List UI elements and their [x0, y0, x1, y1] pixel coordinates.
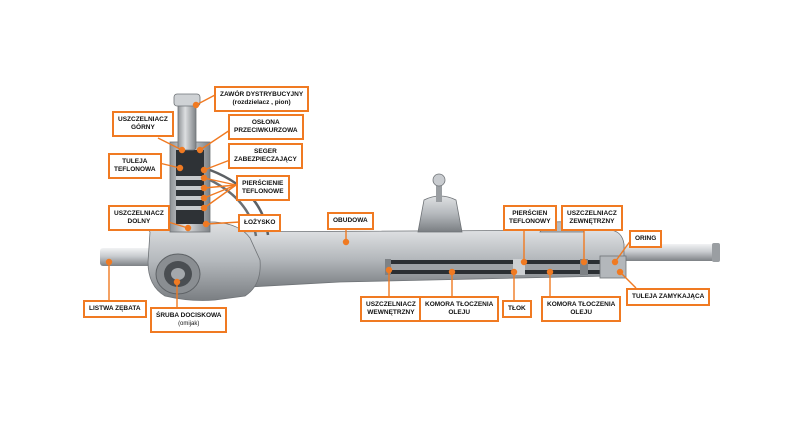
- label-uszczelniacz-wewnetrzny: USZCZELNIACZ WEWNĘTRZNY: [360, 296, 422, 322]
- label-text: OLEJU: [570, 309, 593, 316]
- label-uszczelniacz-gorny: USZCZELNIACZ GÓRNY: [112, 111, 174, 137]
- label-komora-tloczenia-2: KOMORA TŁOCZENIA OLEJU: [541, 296, 622, 322]
- label-text: ZAWÓR DYSTRYBUCYJNY: [220, 91, 304, 98]
- ball-stud: [432, 173, 446, 187]
- label-text: OLEJU: [448, 309, 471, 316]
- rack-bar-right-end: [712, 243, 720, 262]
- rack-bar-right: [600, 244, 720, 261]
- label-text: WEWNĘTRZNY: [367, 309, 415, 316]
- label-obudowa: OBUDOWA: [327, 212, 374, 230]
- label-text: LISTWA ZĘBATA: [89, 305, 141, 312]
- label-oring: ORING: [629, 230, 663, 248]
- label-pierscienie-teflonowe: PIERŚCIENIE TEFLONOWE: [236, 175, 290, 201]
- label-text: USZCZELNIACZ: [366, 301, 416, 308]
- label-text: OSŁONA: [251, 119, 280, 126]
- label-text: PIERŚCIENIE: [242, 180, 284, 187]
- label-tuleja-teflonowa: TULEJA TEFLONOWA: [108, 153, 162, 179]
- label-text: ŁOŻYSKO: [244, 219, 276, 226]
- label-lozysko: ŁOŻYSKO: [238, 214, 282, 232]
- label-pierscien-teflonowy: PIERŚCIEN TEFLONOWY: [503, 205, 557, 231]
- label-uszczelniacz-dolny: USZCZELNIACZ DOLNY: [108, 205, 170, 231]
- label-tuleja-zamykajaca: TULEJA ZAMYKAJĄCA: [626, 288, 711, 306]
- label-zawor-dystrybucyjny: ZAWÓR DYSTRYBUCYJNY (rozdzielacz , pion): [214, 86, 310, 112]
- label-text: USZCZELNIACZ: [114, 210, 164, 217]
- label-oslona-przeciwkurzowa: OSŁONA PRZECIWKURZOWA: [228, 114, 304, 140]
- label-text: ORING: [635, 235, 657, 242]
- valve-shaft-top: [173, 93, 201, 107]
- inner-piston-rod: [390, 264, 620, 270]
- label-text: ŚRUBA DOCISKOWA: [156, 312, 222, 319]
- label-text: TEFLONOWE: [242, 188, 284, 195]
- label-text: OBUDOWA: [333, 217, 368, 224]
- label-text: USZCZELNIACZ: [567, 210, 617, 217]
- label-text: (rozdzielacz , pion): [232, 99, 291, 106]
- label-komora-tloczenia-1: KOMORA TŁOCZENIA OLEJU: [419, 296, 500, 322]
- label-text: DOLNY: [127, 218, 151, 225]
- label-text: ZABEZPIECZAJĄCY: [234, 156, 297, 163]
- label-text: KOMORA TŁOCZENIA: [547, 301, 616, 308]
- label-text: TEFLONOWA: [114, 166, 156, 173]
- label-uszczelniacz-zewnetrzny: USZCZELNIACZ ZEWNĘTRZNY: [561, 205, 623, 231]
- label-text: PIERŚCIEN: [512, 210, 548, 217]
- label-seger-zabezpieczajacy: SEGER ZABEZPIECZAJĄCY: [228, 143, 303, 169]
- label-text: SEGER: [254, 148, 277, 155]
- label-text: TŁOK: [508, 305, 526, 312]
- housing-tube: [199, 229, 625, 289]
- label-tlok: TŁOK: [502, 300, 532, 318]
- label-text: GÓRNY: [131, 124, 155, 131]
- label-text: KOMORA TŁOCZENIA: [425, 301, 494, 308]
- label-listwa-zebata: LISTWA ZĘBATA: [83, 300, 147, 318]
- ball-stud-neck: [436, 182, 442, 202]
- outer-seal: [580, 259, 588, 275]
- label-text: PRZECIWKURZOWA: [234, 127, 298, 134]
- leader-lines: [105, 94, 637, 307]
- label-text: USZCZELNIACZ: [118, 116, 168, 123]
- label-text: ZEWNĘTRZNY: [569, 218, 615, 225]
- label-text: TULEJA ZAMYKAJĄCA: [632, 293, 705, 300]
- teflon-rings: [176, 176, 204, 210]
- label-text: (omijak): [178, 321, 200, 327]
- label-text: TEFLONOWY: [509, 218, 551, 225]
- valve-shaft: [177, 99, 197, 151]
- label-text: TULEJA: [122, 158, 148, 165]
- adjuster-bore-core: [171, 268, 185, 280]
- label-sruba-dociskowa: ŚRUBA DOCISKOWA (omijak): [150, 307, 228, 333]
